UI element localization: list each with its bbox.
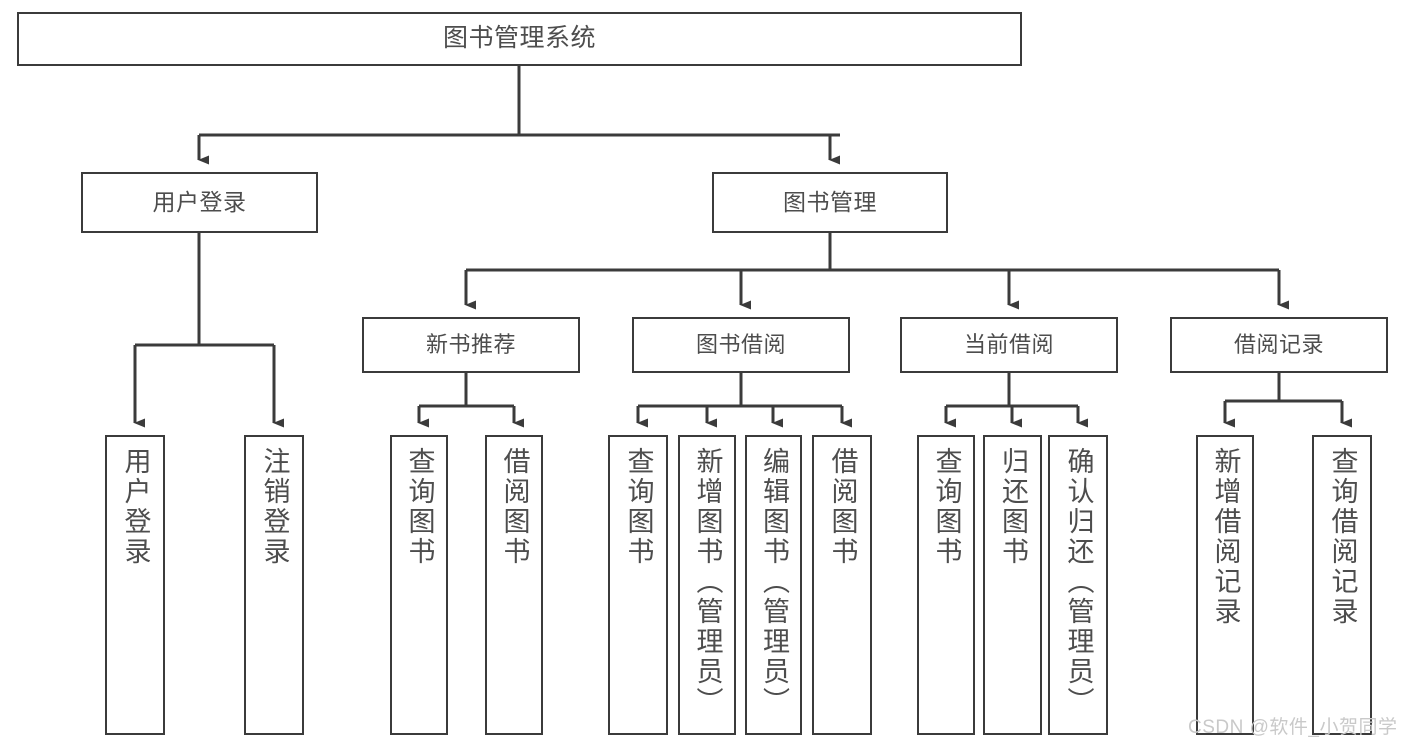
node-book-management-label: 图书管理 (783, 188, 877, 215)
leaf-node[interactable]: 归还图书 (983, 435, 1042, 735)
leaf-node[interactable]: 编辑图书（管理员） (745, 435, 802, 735)
node-user-login[interactable]: 用户登录 (81, 172, 318, 233)
leaf-node-label: 注销登录 (259, 447, 290, 567)
node-root[interactable]: 图书管理系统 (17, 12, 1022, 66)
node-book-borrow-label: 图书借阅 (695, 332, 786, 358)
node-root-label: 图书管理系统 (442, 24, 596, 53)
leaf-node[interactable]: 借阅图书 (485, 435, 543, 735)
leaf-node[interactable]: 查询借阅记录 (1312, 435, 1372, 735)
leaf-node[interactable]: 查询图书 (608, 435, 668, 735)
csdn-watermark: CSDN @软件_小贺同学 (1188, 717, 1398, 738)
node-book-management[interactable]: 图书管理 (712, 172, 948, 233)
leaf-node-label: 归还图书 (998, 447, 1028, 567)
node-current-borrow[interactable]: 当前借阅 (900, 317, 1118, 373)
node-current-borrow-label: 当前借阅 (963, 332, 1054, 358)
leaf-node-label: 查询图书 (404, 447, 435, 567)
node-book-borrow[interactable]: 图书借阅 (632, 317, 850, 373)
leaf-node-label: 新增图书（管理员） (692, 447, 723, 717)
leaf-node[interactable]: 新增图书（管理员） (678, 435, 736, 735)
leaf-node-label: 用户登录 (120, 447, 151, 567)
leaf-node[interactable]: 查询图书 (390, 435, 448, 735)
leaf-node-label: 查询图书 (931, 447, 962, 567)
leaf-node-label: 借阅图书 (499, 447, 530, 567)
node-new-book-recommend[interactable]: 新书推荐 (362, 317, 580, 373)
node-borrow-record[interactable]: 借阅记录 (1170, 317, 1388, 373)
node-borrow-record-label: 借阅记录 (1233, 332, 1324, 358)
leaf-node[interactable]: 借阅图书 (812, 435, 872, 735)
leaf-node-label: 借阅图书 (827, 447, 858, 567)
leaf-node[interactable]: 查询图书 (917, 435, 975, 735)
node-user-login-label: 用户登录 (152, 188, 247, 215)
leaf-node[interactable]: 注销登录 (244, 435, 304, 735)
leaf-node-label: 查询图书 (623, 447, 654, 567)
leaf-node[interactable]: 确认归还（管理员） (1048, 435, 1108, 735)
leaf-node[interactable]: 新增借阅记录 (1196, 435, 1254, 735)
leaf-node-label: 确认归还（管理员） (1063, 447, 1094, 717)
leaf-node-label: 新增借阅记录 (1210, 447, 1241, 627)
leaf-node[interactable]: 用户登录 (105, 435, 165, 735)
node-new-book-recommend-label: 新书推荐 (425, 332, 516, 358)
leaf-node-label: 查询借阅记录 (1327, 447, 1358, 627)
leaf-node-label: 编辑图书（管理员） (759, 447, 789, 717)
